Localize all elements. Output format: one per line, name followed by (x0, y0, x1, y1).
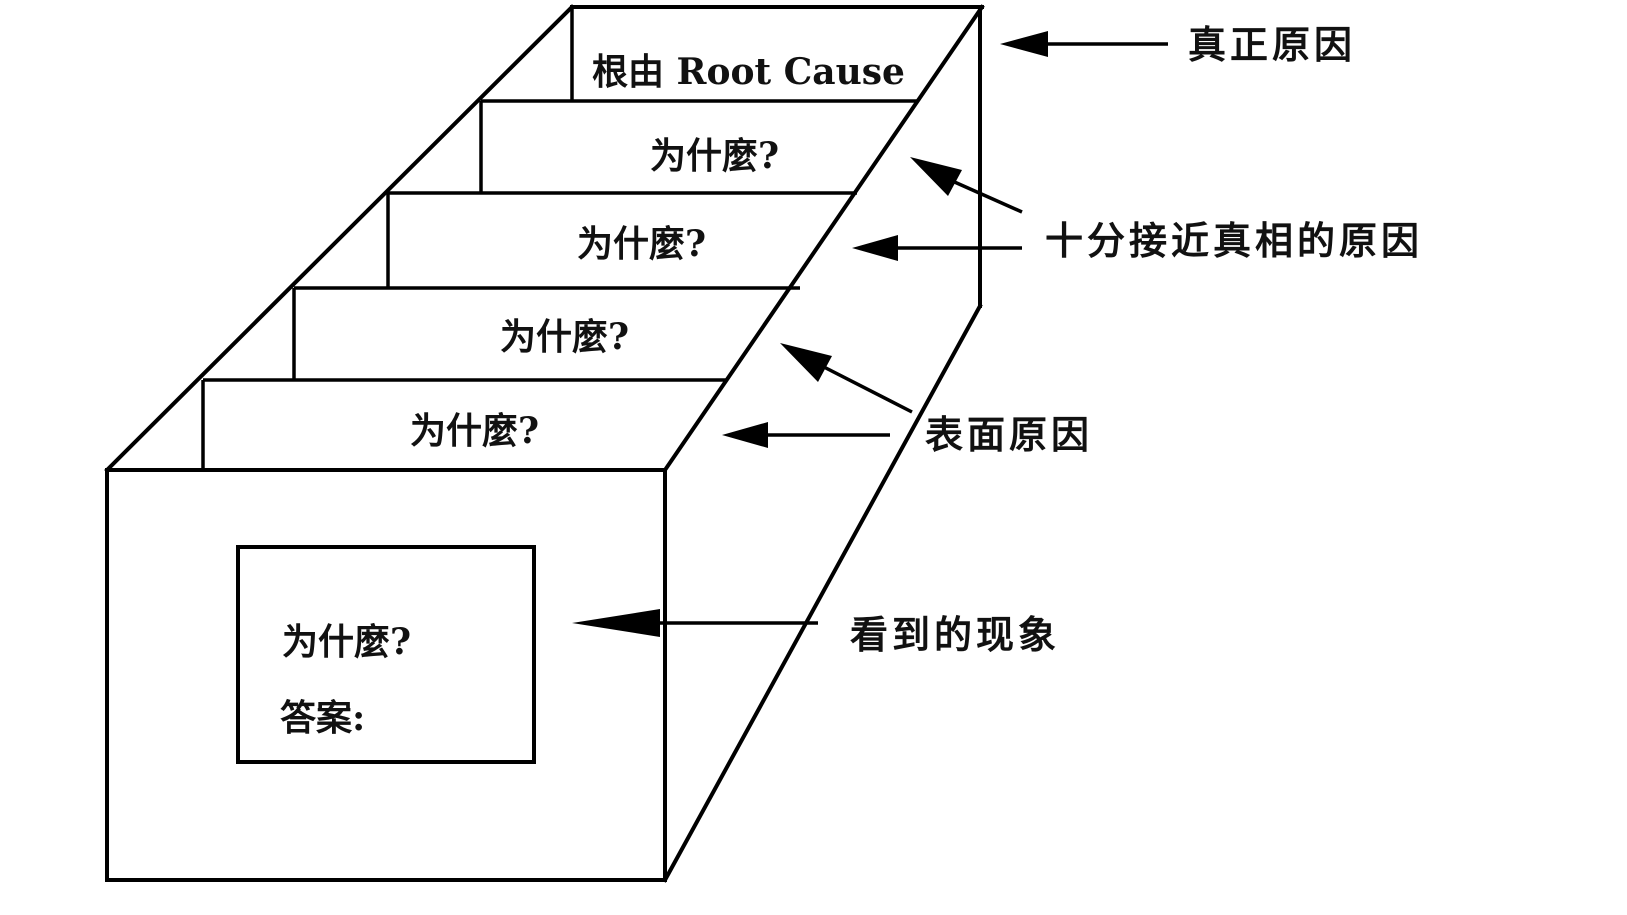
step-label-why-3: 为什麼? (500, 316, 629, 358)
arrowhead-icon (780, 343, 832, 382)
arrow-near-truth-diagonal (910, 157, 1023, 214)
arrow-near-truth-horizontal (852, 235, 1022, 261)
arrow-root-cause (1000, 31, 1168, 57)
arrow-surface-horizontal (722, 422, 890, 448)
annotation-surface-cause: 表面原因 (925, 412, 1093, 457)
annotation-near-truth-cause: 十分接近真相的原因 (1045, 218, 1423, 263)
arrow-shaft (819, 363, 913, 414)
left-top-edge (104, 4, 575, 473)
arrowhead-icon (722, 422, 768, 448)
stairs (201, 7, 918, 472)
front-box-answer-label: 答案: (280, 697, 365, 739)
step-label-why-2: 为什麼? (577, 223, 706, 265)
arrowhead-icon (1000, 31, 1048, 57)
arrowhead-icon (910, 157, 962, 196)
bottom-right-edge (662, 303, 983, 883)
step-label-why-4: 为什麼? (410, 410, 539, 452)
arrow-phenomenon (572, 609, 818, 637)
arrow-surface-diagonal (780, 343, 913, 414)
annotation-true-cause: 真正原因 (1188, 22, 1356, 67)
front-inner-box (236, 545, 536, 764)
step-label-root-cause: 根由 Root Cause (592, 51, 905, 93)
step-label-why-1: 为什麼? (650, 135, 779, 177)
arrowhead-icon (572, 609, 660, 637)
annotation-observed-phenomenon: 看到的现象 (850, 612, 1060, 657)
arrowhead-icon (852, 235, 898, 261)
front-box-question: 为什麼? (282, 621, 411, 663)
arrow-shaft (949, 178, 1023, 214)
box-outline (104, 4, 985, 883)
right-top-edge (662, 4, 985, 473)
front-face (105, 468, 667, 882)
